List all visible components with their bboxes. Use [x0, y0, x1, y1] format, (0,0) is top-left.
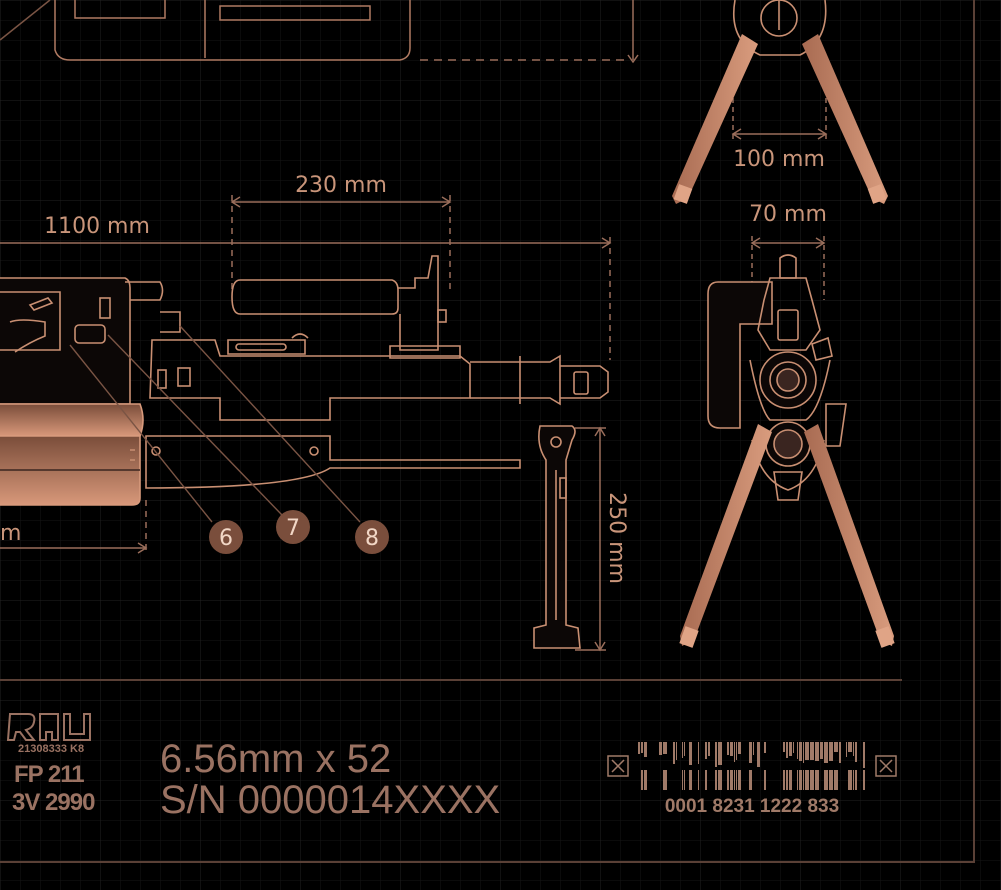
- callout-6: 6: [209, 520, 243, 554]
- barcode-left-mark-icon: [607, 755, 629, 777]
- callout-8: 8: [355, 520, 389, 554]
- caliber-label: 6.56mm x 52: [160, 737, 391, 781]
- manufacturer-logo: [6, 713, 91, 741]
- logo-model: FP 211: [14, 761, 84, 788]
- top-partial-drawing: [0, 0, 639, 64]
- dim-stock-label: m: [0, 521, 21, 546]
- front-view-bipod-legs: [679, 424, 895, 648]
- logo-code: 21308333 K8: [18, 743, 84, 755]
- serial-number: S/N 0000014XXXX: [160, 778, 500, 822]
- dim-250-label: 250 mm: [604, 492, 629, 584]
- svg-text:8: 8: [365, 526, 379, 551]
- svg-text:7: 7: [286, 516, 300, 541]
- bipod-top-view: [672, 0, 888, 204]
- callout-7: 7: [276, 510, 310, 544]
- barcode-right-mark-icon: [875, 755, 897, 777]
- dim-230-label: 230 mm: [295, 173, 387, 198]
- dim-1100-label: 1100 mm: [44, 214, 150, 239]
- dim-70-label: 70 mm: [749, 202, 827, 227]
- dimension-lines: [0, 80, 828, 652]
- side-view-drawing: [0, 255, 609, 649]
- svg-text:6: 6: [219, 526, 233, 551]
- logo-variant: 3V 2990: [12, 789, 95, 816]
- barcode-number: 0001 8231 1222 833: [665, 796, 839, 817]
- barcode: [607, 742, 897, 790]
- callout-leaders: [69, 325, 361, 523]
- dim-100-label: 100 mm: [733, 147, 825, 172]
- frame-border: [0, 0, 975, 863]
